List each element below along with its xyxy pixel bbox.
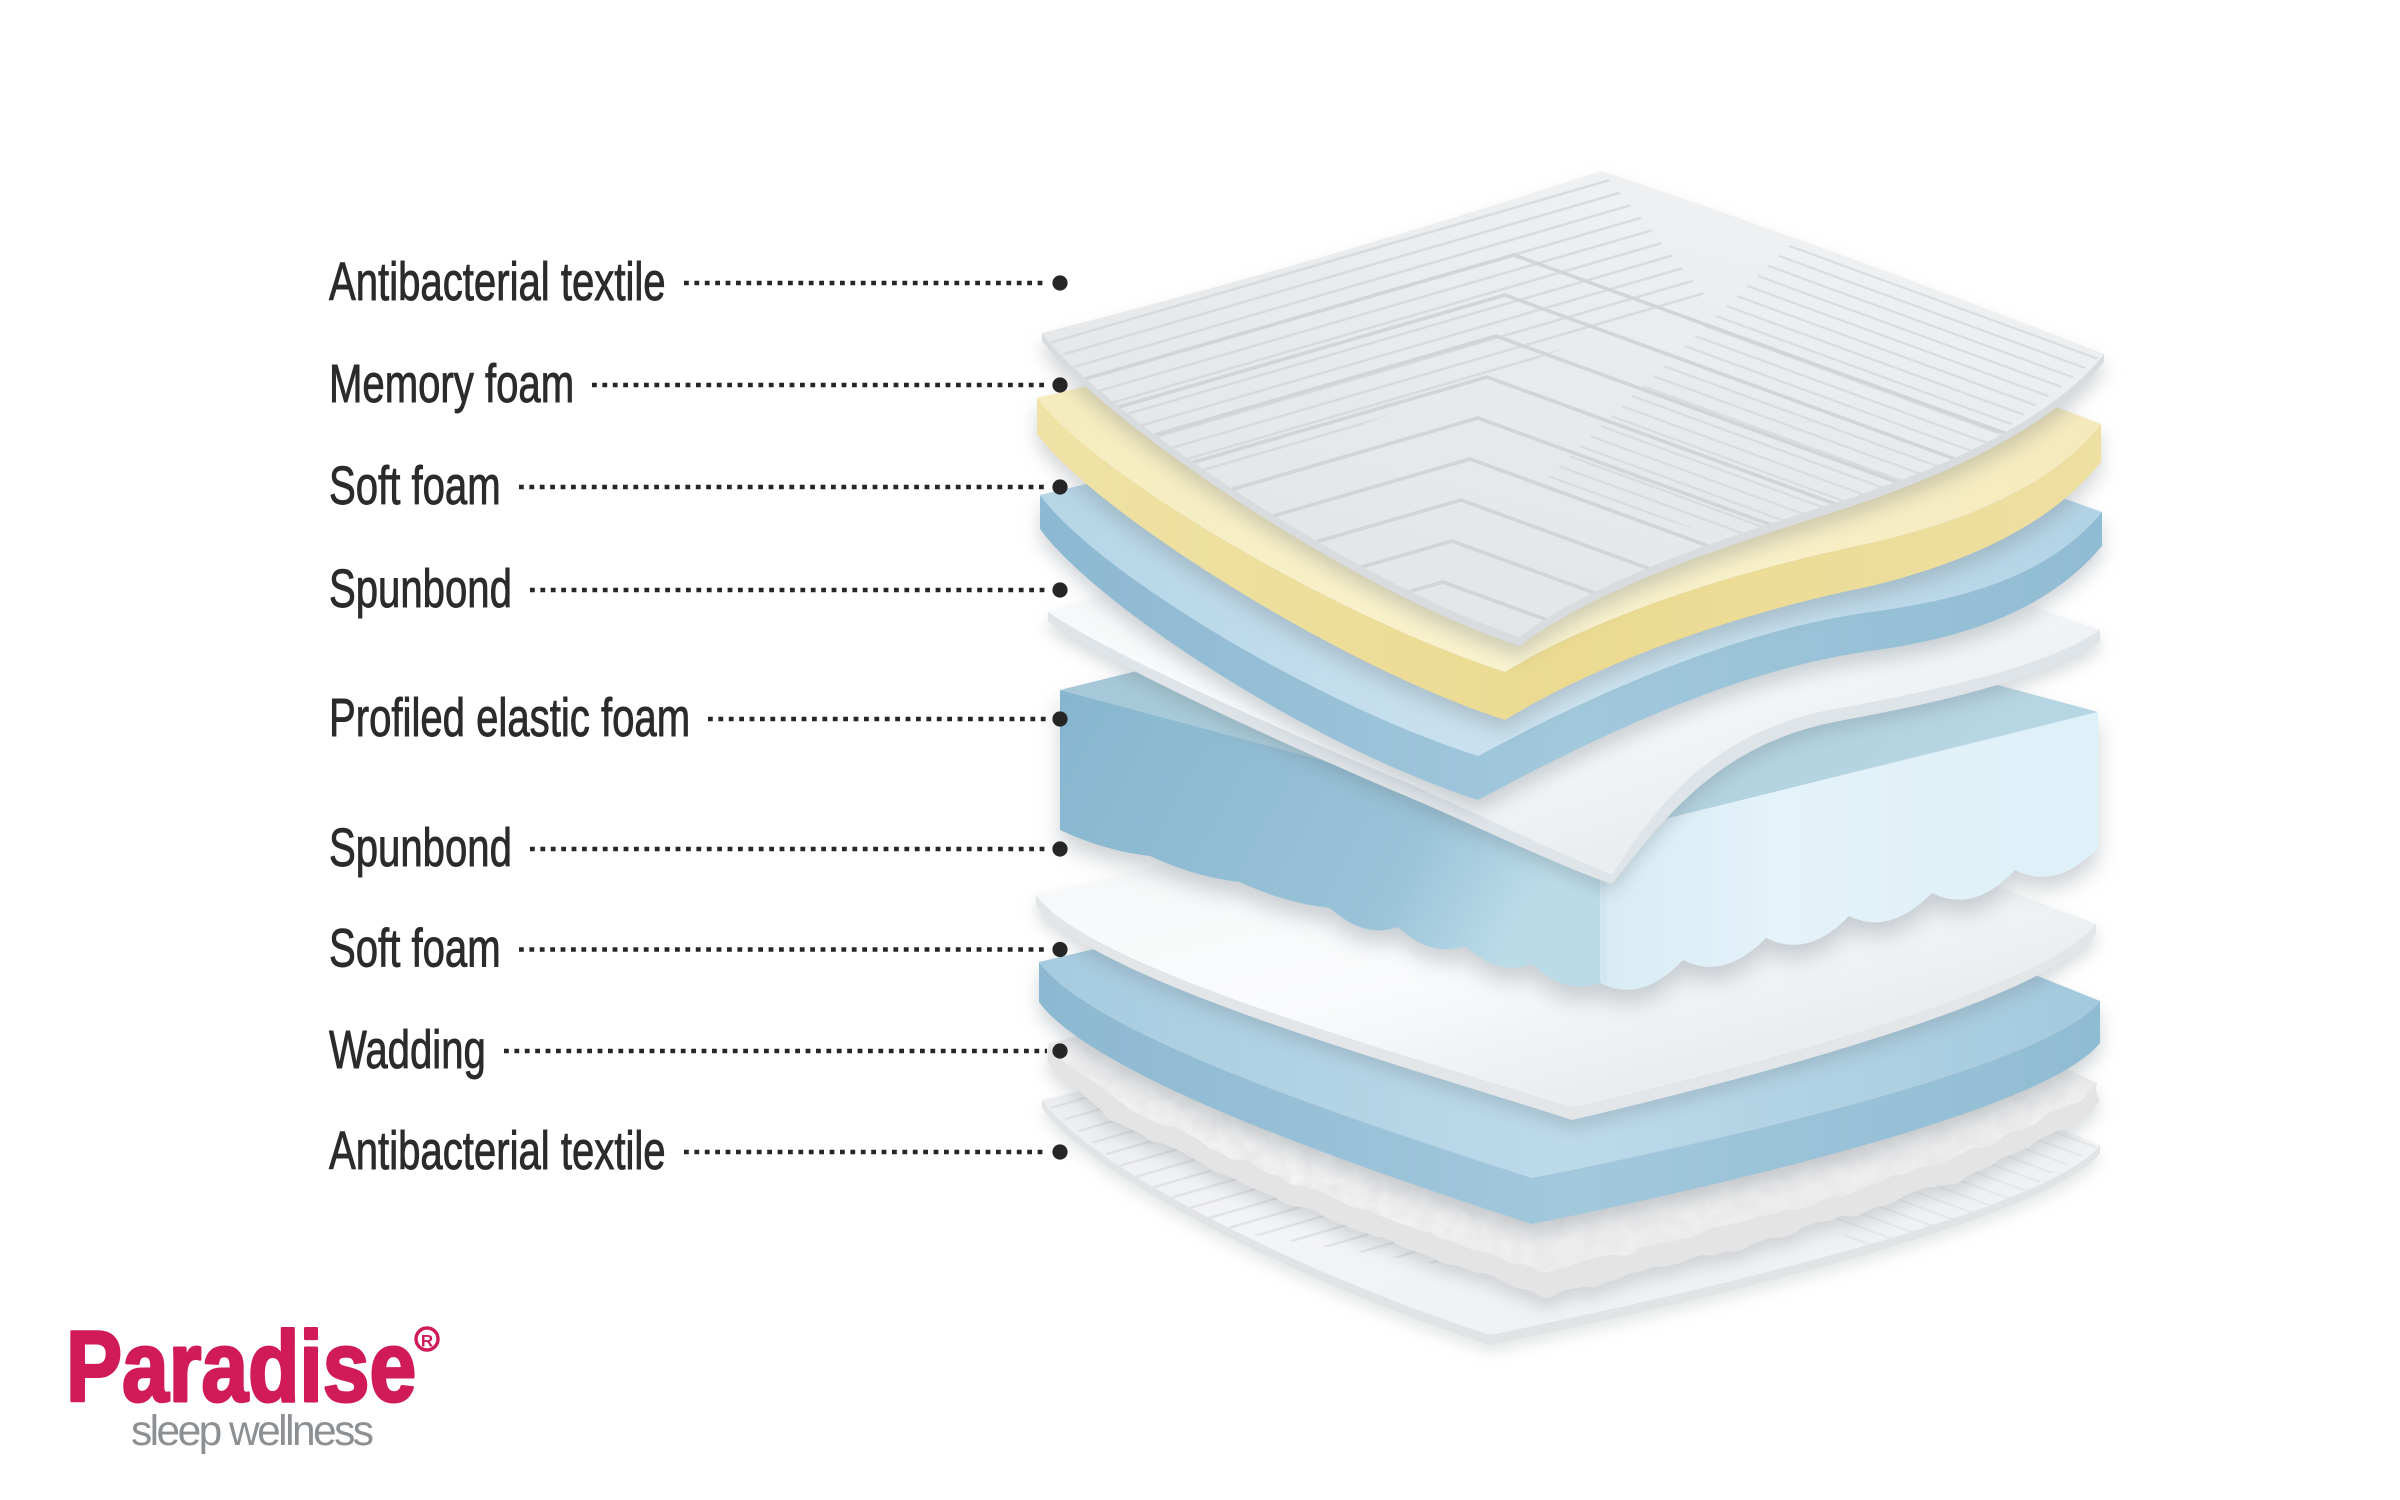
svg-text:sleep wellness: sleep wellness [131, 1408, 374, 1455]
svg-text:Spunbond: Spunbond [329, 818, 512, 878]
svg-text:R: R [421, 1332, 433, 1351]
svg-text:Profiled elastic foam: Profiled elastic foam [329, 688, 690, 748]
svg-text:Wadding: Wadding [329, 1020, 486, 1080]
svg-text:Memory foam: Memory foam [329, 354, 574, 414]
svg-text:Antibacterial textile: Antibacterial textile [329, 1121, 666, 1181]
svg-text:Paradise: Paradise [66, 1310, 416, 1423]
svg-text:Soft foam: Soft foam [329, 456, 501, 516]
svg-text:Spunbond: Spunbond [329, 559, 512, 619]
svg-text:Soft foam: Soft foam [329, 919, 501, 979]
svg-text:Antibacterial textile: Antibacterial textile [329, 252, 666, 312]
